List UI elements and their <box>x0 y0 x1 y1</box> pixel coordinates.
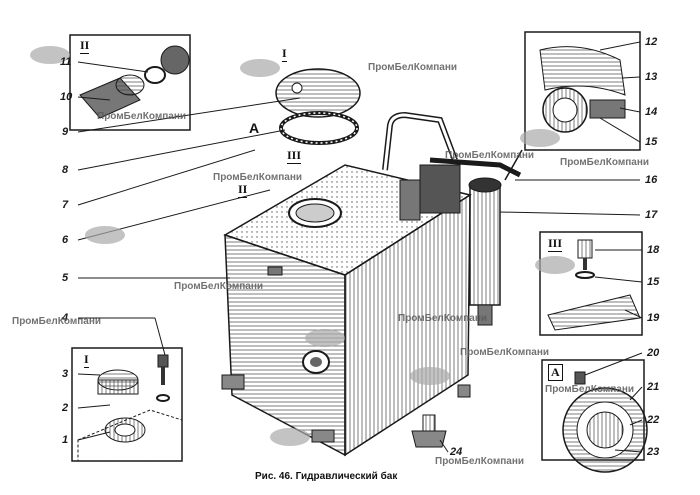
part-number-24: 24 <box>450 446 463 458</box>
inset-label-bottom-left: I <box>84 352 89 368</box>
watermark-text: ПромБелКомпани <box>460 347 550 358</box>
watermark-text: ПромБелКомпани <box>368 62 458 73</box>
watermark-text: ПромБелКомпани <box>174 281 264 292</box>
inset-label-top-center: I <box>282 46 287 62</box>
inset-label-top-left: II <box>80 38 90 54</box>
part-number-2: 2 <box>62 402 69 414</box>
filter-housing <box>399 164 502 326</box>
watermark-text: ПромБелКомпани <box>435 456 525 467</box>
tank-cover <box>275 68 361 145</box>
watermark-text: ПромБелКомпани <box>398 313 488 324</box>
view-label-a: А <box>249 120 260 136</box>
part-number-10: 10 <box>60 91 73 103</box>
part-number-22: 22 <box>647 414 660 426</box>
part-number-6: 6 <box>62 234 69 246</box>
watermark-text: ПромБелКомпани <box>213 172 303 183</box>
inset-top-left <box>69 34 191 131</box>
part-number-5: 5 <box>62 272 69 284</box>
part-number-11: 11 <box>60 56 72 68</box>
part-number-15: 15 <box>645 136 658 148</box>
part-number-19: 19 <box>647 312 660 324</box>
part-number-13: 13 <box>645 71 658 83</box>
part-number-17: 17 <box>645 209 658 221</box>
part-number-23: 23 <box>647 446 660 458</box>
part-number-1: 1 <box>62 434 69 446</box>
part-number-18: 18 <box>647 244 660 256</box>
part-number-4: 4 <box>62 312 69 324</box>
part-number-7: 7 <box>62 199 69 211</box>
part-number-21: 21 <box>647 381 660 393</box>
part-number-14: 14 <box>645 106 658 118</box>
part-number-20: 20 <box>647 347 660 359</box>
inset-label-bottom-right: А <box>548 364 563 381</box>
watermark-logos <box>30 46 575 446</box>
inset-mid-right <box>539 231 643 336</box>
inset-bottom-left <box>71 347 183 462</box>
part-number-12: 12 <box>645 36 658 48</box>
inset-top-right <box>504 31 641 181</box>
inset-label-mid-right: III <box>548 236 563 252</box>
watermark-text: ПромБелКомпани <box>445 150 535 161</box>
figure-caption: Рис. 46. Гидравлический бак <box>255 471 398 482</box>
part-number-9: 9 <box>62 126 69 138</box>
watermark-text: ПромБелКомпани <box>97 111 187 122</box>
tank-label-iii: III <box>287 148 302 164</box>
tank-label-ii: II <box>238 182 248 198</box>
tank-body <box>221 164 472 457</box>
part-number-15-b: 15 <box>647 276 660 288</box>
return-pipe <box>382 111 522 178</box>
part-number-3: 3 <box>62 368 69 380</box>
watermark-text: ПромБелКомпани <box>560 157 650 168</box>
leader-lines <box>77 41 643 453</box>
part-number-16: 16 <box>645 174 658 186</box>
part-number-8: 8 <box>62 164 69 176</box>
drain-plug <box>411 414 447 448</box>
watermark-text: ПромБелКомпани <box>12 316 102 327</box>
watermark-text: ПромБелКомпани <box>545 384 635 395</box>
